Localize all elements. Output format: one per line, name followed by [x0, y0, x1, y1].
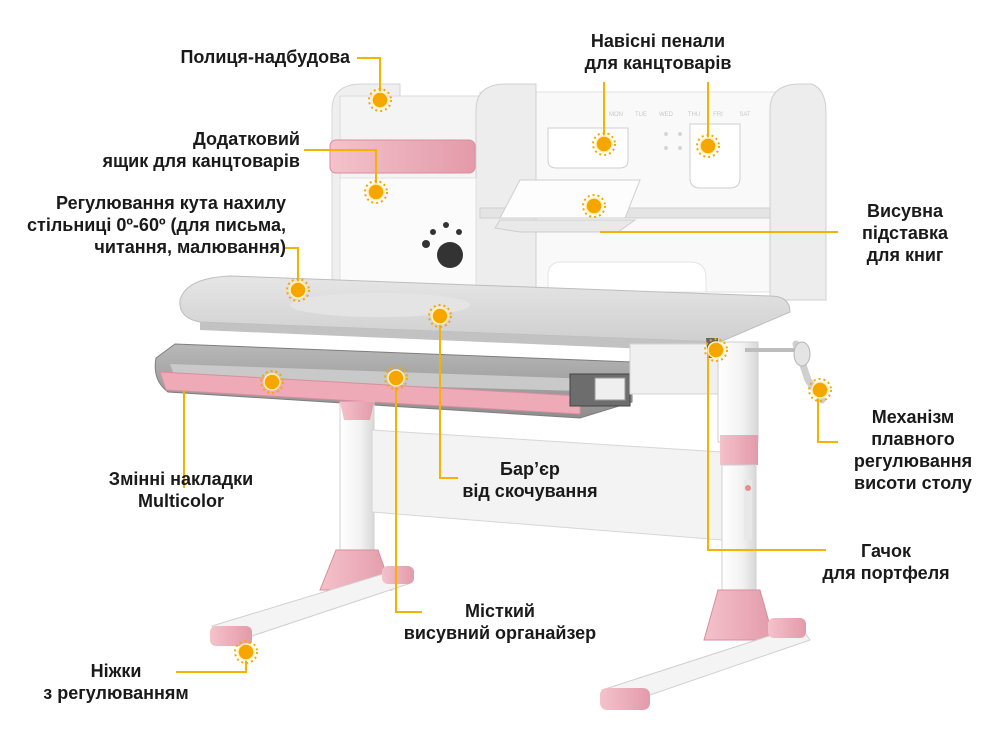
- callout-pencil-cases-line-1: Навісні пенали: [590, 31, 726, 51]
- callout-height-mechanism-line-1: Механізм: [871, 407, 955, 427]
- marker-height: [808, 378, 832, 402]
- marker-book-stand: [582, 194, 606, 218]
- extra-stationery-box: [329, 139, 477, 293]
- marker-tilt: [286, 278, 310, 302]
- weekday-thu: THU: [688, 112, 700, 118]
- callout-height-mechanism-line-4: висоти столу: [854, 473, 972, 493]
- weekday-mon: MON: [609, 112, 623, 118]
- desk-top: [179, 275, 791, 352]
- markers: [234, 88, 832, 664]
- callout-shelf-line-1: Полиця-надбудова: [180, 47, 350, 67]
- callout-hook-line-2: для портфеля: [822, 563, 950, 583]
- callout-covers-line-1: Змінні накладки: [108, 469, 254, 489]
- marker-hook: [704, 338, 728, 362]
- leader-lines: [176, 57, 838, 673]
- marker-extra-box: [364, 180, 388, 204]
- left-leg: [210, 401, 414, 646]
- decor-paw: [437, 242, 463, 268]
- callout-height-mechanism: Механізм плавного регулювання висоти сто…: [838, 406, 988, 494]
- callout-covers: Змінні накладки Multicolor: [76, 468, 286, 512]
- marker-pencil-case-right: [696, 134, 720, 158]
- callout-barrier-line-1: Бар’єр: [500, 459, 560, 479]
- callout-height-mechanism-line-2: плавного: [871, 429, 955, 449]
- callout-extra-box-line-1: Додатковий: [192, 129, 300, 149]
- marker-covers: [260, 370, 284, 394]
- callout-pencil-cases-line-2: для канцтоварів: [584, 53, 732, 73]
- callout-organizer: Місткий висувний органайзер: [380, 600, 620, 644]
- callout-tilt-line-3: читання, малювання): [94, 237, 286, 257]
- under-frame: [629, 343, 721, 395]
- weekday-wed: WED: [659, 112, 674, 118]
- callout-pencil-cases: Навісні пенали для канцтоварів: [548, 30, 768, 74]
- callout-legs-line-2: з регулюванням: [43, 683, 189, 703]
- callout-barrier-line-2: від скочування: [462, 481, 598, 501]
- callout-shelf: Полиця-надбудова: [130, 46, 350, 68]
- callout-hook-line-1: Гачок: [861, 541, 911, 561]
- callout-book-stand-line-1: Висувна: [866, 201, 944, 221]
- marker-pencil-case-left: [592, 132, 616, 156]
- callout-organizer-line-1: Місткий: [465, 601, 535, 621]
- callout-barrier: Бар’єр від скочування: [430, 458, 630, 502]
- right-leg: [600, 341, 811, 710]
- callout-book-stand: Висувна підставка для книг: [840, 200, 970, 266]
- callout-extra-box: Додатковий ящик для канцтоварів: [50, 128, 300, 172]
- marker-shelf: [368, 88, 392, 112]
- weekday-strip: MON TUE WED THU FRI SAT: [609, 112, 751, 150]
- callout-legs: Ніжки з регулюванням: [16, 660, 216, 704]
- callout-book-stand-line-2: підставка: [862, 223, 948, 243]
- callout-height-mechanism-line-3: регулювання: [853, 451, 973, 471]
- callout-hook: Гачок для портфеля: [796, 540, 976, 584]
- weekday-sat: SAT: [739, 112, 751, 118]
- marker-legs: [234, 640, 258, 664]
- marker-barrier: [428, 304, 452, 328]
- callout-organizer-line-2: висувний органайзер: [403, 623, 597, 643]
- callout-covers-line-2: Multicolor: [138, 491, 224, 511]
- book-stand: [494, 179, 641, 233]
- callout-tilt-line-2: стільниці 0º-60º (для письма,: [27, 215, 286, 235]
- callout-tilt: Регулювання кута нахилу стільниці 0º-60º…: [8, 192, 286, 258]
- callout-tilt-line-1: Регулювання кута нахилу: [56, 193, 286, 213]
- callout-book-stand-line-3: для книг: [866, 245, 944, 265]
- weekday-tue: TUE: [635, 112, 647, 118]
- marker-organizer: [384, 366, 408, 390]
- callout-legs-line-1: Ніжки: [90, 661, 142, 681]
- weekday-fri: FRI: [713, 112, 723, 118]
- callout-extra-box-line-2: ящик для канцтоварів: [102, 151, 300, 171]
